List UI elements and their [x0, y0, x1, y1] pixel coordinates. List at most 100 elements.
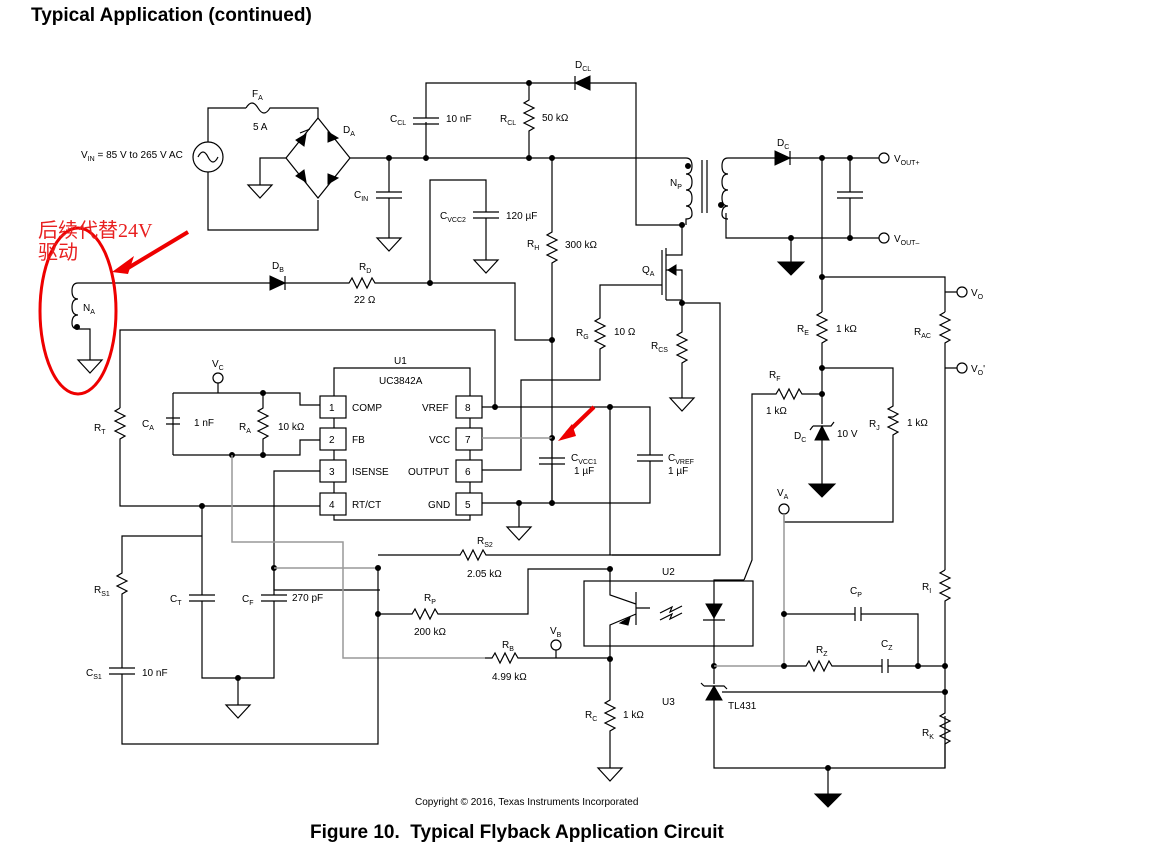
timing-caps — [189, 506, 378, 705]
u1-pin-1-number: 1 — [329, 403, 335, 414]
annotation-ellipse — [38, 226, 118, 396]
aux-winding-na — [71, 179, 552, 360]
label-ra-value: 10 kΩ — [278, 422, 305, 433]
label-rp-value: 200 kΩ — [414, 627, 446, 638]
u1-pin-5-number: 5 — [465, 500, 471, 511]
ground-icon — [247, 184, 273, 199]
ground-icon — [669, 397, 695, 412]
ac-source — [192, 107, 319, 231]
label-da: DA — [343, 125, 355, 138]
u1-pin-8-number: 8 — [465, 403, 471, 414]
u1-pin-3-name: ISENSE — [352, 467, 389, 478]
ground-icon — [808, 483, 836, 498]
ground-icon — [777, 261, 805, 276]
label-rb-value: 4.99 kΩ — [492, 672, 527, 683]
label-vc: VC — [212, 359, 224, 372]
shunt-regulator-tl431 — [700, 666, 946, 794]
label-u3: U3 — [662, 697, 675, 708]
label-rs2-value: 2.05 kΩ — [467, 569, 502, 580]
label-ccl-value: 10 nF — [446, 114, 472, 125]
label-cvref-value: 1 µF — [668, 466, 688, 477]
label-rac: RAC — [914, 327, 931, 340]
label-fa: FA — [252, 89, 263, 102]
u1-pin-6-number: 6 — [465, 467, 471, 478]
label-cvcc1: CVCC1 — [571, 453, 597, 466]
vref-net-wire — [482, 406, 611, 555]
annotation-arrow-head — [112, 256, 134, 274]
label-va: VA — [777, 488, 789, 501]
isense-net-wire — [273, 470, 380, 591]
label-vout-minus: VOUT– — [894, 234, 919, 247]
label-tl431: TL431 — [728, 701, 757, 712]
label-rcl: RCL — [500, 114, 516, 127]
label-ct: CT — [170, 594, 182, 607]
label-cvref: CVREF — [668, 453, 694, 466]
resistor-ri — [938, 569, 952, 692]
label-cvcc2-value: 120 µF — [506, 211, 537, 222]
ic-u1-uc3842a — [319, 367, 483, 521]
annotation-line-1: 后续代替24V — [38, 220, 153, 242]
label-ra: RA — [239, 422, 251, 435]
ground-icon — [376, 237, 402, 252]
label-rc-value: 1 kΩ — [623, 710, 644, 721]
label-db: DB — [272, 261, 284, 274]
resistor-rc — [603, 659, 617, 768]
ground-icon — [814, 793, 842, 808]
label-fa-value: 5 A — [253, 122, 268, 133]
va-terminal — [778, 503, 790, 515]
u1-pin-4-number: 4 — [329, 500, 335, 511]
u1-pin-6-name: OUTPUT — [408, 467, 449, 478]
label-cvcc1-value: 1 µF — [574, 466, 594, 477]
label-rk: RK — [922, 728, 934, 741]
resistor-rs2 — [378, 548, 720, 562]
label-vin: VIN = 85 V to 265 V AC — [81, 150, 183, 163]
optocoupler-u2 — [583, 569, 754, 664]
label-na: NA — [83, 303, 95, 316]
shunt-regulator-network — [743, 311, 900, 581]
label-rj-value: 1 kΩ — [907, 418, 928, 429]
slope-comp-rs1-cs1 — [109, 535, 381, 745]
label-rh: RH — [527, 239, 539, 252]
mosfet-qa — [480, 225, 721, 556]
label-np: NP — [670, 178, 682, 191]
ground-icon — [473, 259, 499, 274]
label-vo: VO — [971, 288, 984, 301]
capacitor-cin — [376, 158, 402, 238]
u1-pin-1-name: COMP — [352, 403, 382, 414]
label-rf: RF — [769, 370, 781, 383]
label-vo-prime: VO' — [971, 364, 985, 377]
label-rg-value: 10 Ω — [614, 327, 636, 338]
resistor-rp — [378, 568, 610, 621]
vb-terminal — [550, 639, 562, 651]
label-re: RE — [797, 324, 809, 337]
label-ca-value: 1 nF — [194, 418, 214, 429]
ground-icon — [225, 704, 251, 719]
u1-pin-5-name: GND — [428, 500, 450, 511]
loop-compensation — [781, 514, 948, 695]
label-rj: RJ — [869, 419, 880, 432]
label-rg: RG — [576, 328, 589, 341]
section-title: Typical Application (continued) — [31, 5, 312, 26]
vout-minus-terminal — [878, 232, 890, 244]
label-rs2: RS2 — [477, 536, 493, 549]
label-rs1: RS1 — [94, 585, 110, 598]
label-re-value: 1 kΩ — [836, 324, 857, 335]
u1-pin-7-number: 7 — [465, 435, 471, 446]
label-rc: RC — [585, 710, 597, 723]
label-rd: RD — [359, 262, 371, 275]
u1-pin-2-number: 2 — [329, 435, 335, 446]
handwritten-annotation: 后续代替24V 驱动 — [38, 220, 152, 264]
annotation-arrow — [126, 230, 190, 270]
ground-icon — [597, 767, 623, 782]
label-u1: U1 — [394, 356, 407, 367]
figure-caption: Figure 10. Typical Flyback Application C… — [310, 822, 724, 843]
label-u1-part: UC3842A — [379, 376, 423, 387]
label-rz: RZ — [816, 645, 828, 658]
ground-icon — [506, 526, 532, 541]
resistor-rb — [485, 651, 610, 665]
u1-pin-8-name: VREF — [422, 403, 449, 414]
label-rb: RB — [502, 640, 514, 653]
vo-prime-terminal — [956, 362, 968, 374]
label-dz-value: 10 V — [837, 429, 858, 440]
label-rt: RT — [94, 423, 106, 436]
